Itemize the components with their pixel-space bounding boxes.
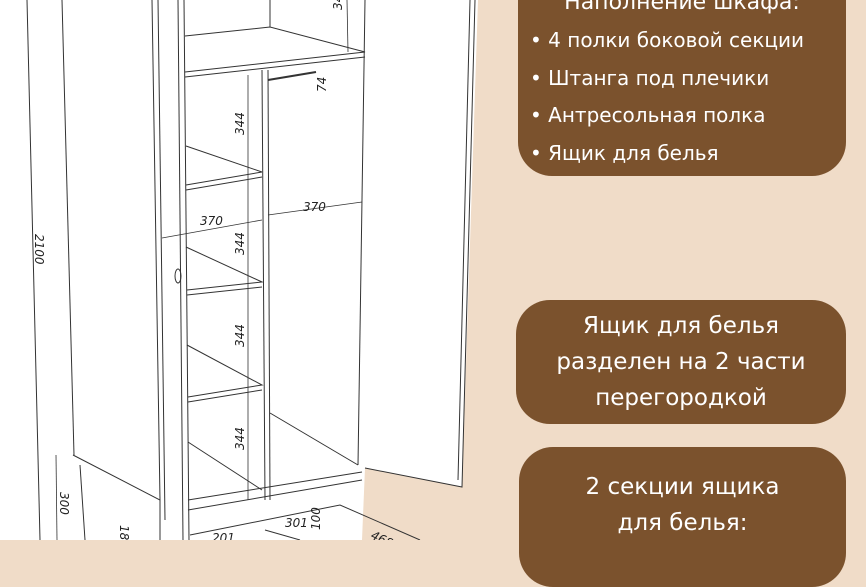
dim-rod: 74 [315,77,329,92]
base-leg [79,464,86,540]
fill-info-box: Наполнение шкафа: 4 полки боковой секции… [518,0,846,176]
dim-drawer-width-2: 201 [212,531,235,540]
side-back-edge [61,0,75,456]
shelves [185,145,264,491]
list-item: Антресольная полка [530,97,846,135]
list-item: Штанга под плечики [530,60,846,98]
hanging-rod [267,71,317,81]
bottom-panel [187,479,363,511]
top-dim-line [346,0,349,53]
divider [267,69,271,501]
depth-dim-right [267,201,363,216]
drawer-divider [264,529,301,540]
dim-drawer-height: 180 [117,525,131,540]
dim-top: 34 [331,0,345,10]
dim-depth-left: 370 [200,214,223,228]
drawer-info-line: перегородкой [595,385,767,411]
top-shelf-front [184,56,366,78]
dim-shelf-3: 344 [233,324,247,347]
depth-dim-left [161,219,263,239]
drawer-info-line: разделен на 2 части [556,349,806,375]
divider [261,69,266,501]
frame-line [157,0,166,521]
sections-info-line: 2 секции ящика [585,474,780,500]
dim-shelf-2: 344 [233,232,247,255]
drawer-info-line: Ящик для белья [583,313,779,339]
dim-height: 2100 [32,234,46,265]
sections-info-line: для белья: [617,510,748,536]
top-shelf [184,26,366,73]
door-inner-edge [457,0,471,481]
dim-drawer-side: 100 [309,507,323,530]
fill-list: 4 полки боковой секции Штанга под плечик… [530,22,846,172]
base [72,454,161,540]
dim-drawer-depth: 468 [369,528,396,540]
list-item: 4 полки боковой секции [530,22,846,60]
drawer [189,504,421,540]
bottom-panel [187,471,363,501]
right-inner-wall [357,0,366,466]
sections-info-box: 2 секции ящика для белья: [519,447,846,587]
dim-shelf-4: 344 [233,427,247,450]
dim-drawer-width: 301 [285,516,308,530]
wardrobe-diagram: 34 74 344 344 344 344 370 370 2100 300 1… [0,0,478,540]
dim-shelf-1: 344 [233,112,247,135]
height-dimension-line [26,0,41,540]
fill-title: Наполнение шкафа: [564,0,800,15]
dim-base: 300 [57,492,71,515]
door-knob [174,268,182,284]
base-dim-line [55,454,58,540]
frame-line [177,0,184,540]
white-backdrop [0,0,478,540]
floor-line [269,412,359,466]
dim-depth-right: 370 [303,200,326,214]
side-front-edge [151,0,161,501]
drawer-info-box: Ящик для белья разделен на 2 части перег… [516,300,846,424]
open-door [364,0,476,488]
list-item: Ящик для белья [530,135,846,173]
frame-line [183,0,190,540]
